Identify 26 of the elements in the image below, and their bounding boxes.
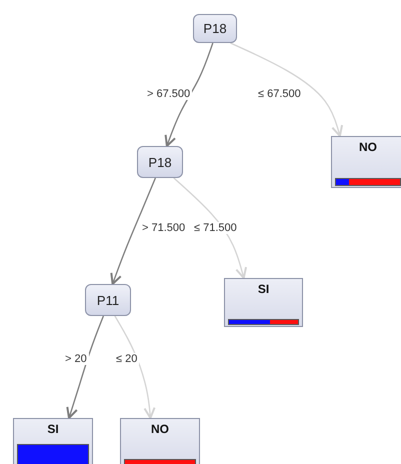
class-label: SI — [258, 282, 270, 296]
class-label: SI — [47, 422, 59, 436]
arrow — [230, 42, 344, 137]
arrow — [114, 316, 156, 419]
edge-label: ≤ 67.500 — [256, 88, 303, 100]
arrow — [66, 316, 104, 419]
decision-node — [137, 146, 183, 178]
attribute-label: P18 — [203, 21, 227, 36]
edge-label: > 67.500 — [145, 88, 192, 100]
class-label: NO — [151, 422, 169, 436]
edge-label: ≤ 71.500 — [192, 222, 239, 234]
leaf-node — [13, 418, 93, 464]
edge-label: ≤ 20 — [114, 353, 140, 365]
leaf-node — [120, 418, 200, 464]
arrow — [110, 178, 156, 285]
attribute-label: P11 — [96, 292, 120, 308]
leaf-node — [331, 136, 401, 188]
decision-node — [85, 284, 131, 316]
arrow — [173, 178, 248, 279]
class-label: NO — [359, 140, 377, 154]
leaf-node — [224, 278, 303, 327]
edge-label: > 20 — [63, 353, 89, 365]
arrow — [164, 42, 214, 147]
decision-node — [193, 14, 237, 43]
attribute-label: P18 — [148, 154, 172, 170]
edge-label: > 71.500 — [140, 222, 188, 234]
